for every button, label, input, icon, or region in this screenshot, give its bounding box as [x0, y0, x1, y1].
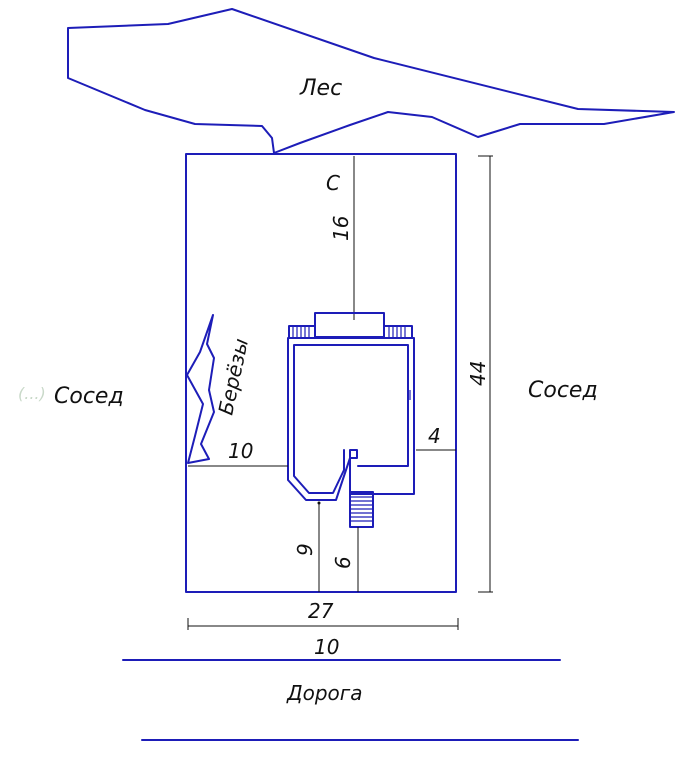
birches-outline [186, 314, 215, 464]
dim-point [317, 501, 321, 505]
dim-house-to-bottom-label: 9 [293, 543, 317, 556]
dim-porch-to-bottom-label: 6 [331, 556, 355, 569]
birches-label: Берёзы [213, 336, 253, 417]
forest-label: Лес [299, 76, 342, 101]
dim-house-to-left-label: 10 [228, 439, 253, 463]
road-label: Дорога [286, 681, 363, 705]
dim-house-to-top-label: 16 [329, 216, 353, 241]
forest-outline [67, 8, 675, 154]
dim-plot-length-label: 44 [466, 361, 490, 386]
house [287, 312, 415, 528]
house-left-steps-hatching [292, 327, 310, 337]
neighbor-left-label: Сосед [54, 384, 124, 409]
house-outer-wall [287, 337, 415, 501]
plot-boundary [185, 153, 457, 593]
house-right-steps-hatching [388, 327, 406, 337]
north-marker-label: С [326, 171, 340, 195]
dim-road-gap-label: 10 [314, 635, 339, 659]
dim-plot-width-label: 27 [308, 599, 334, 623]
neighbor-right-label: Сосед [528, 378, 598, 403]
porch-steps-hatching [351, 496, 372, 522]
porch-steps [349, 491, 374, 528]
house-right-steps [383, 325, 413, 339]
house-inner-wall [293, 344, 409, 494]
ghost-text: (...) [18, 384, 46, 403]
house-top-extension [314, 312, 385, 338]
dim-house-to-right-label: 4 [428, 424, 441, 448]
